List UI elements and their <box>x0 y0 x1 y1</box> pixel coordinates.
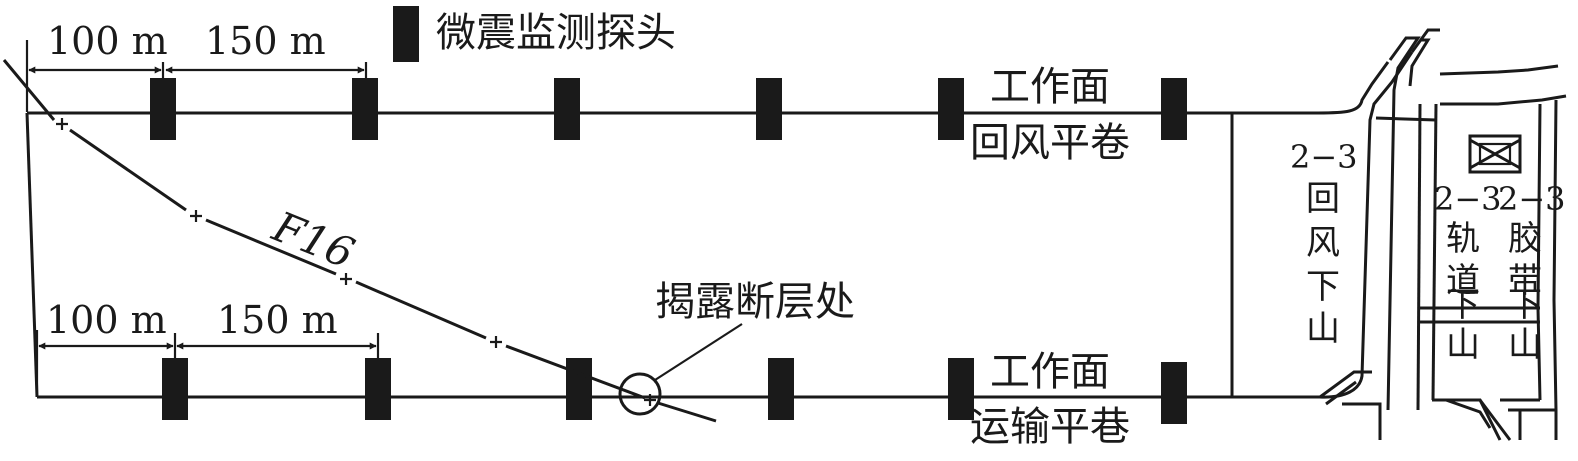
belt-downhill-char-1: 胶 <box>1508 219 1542 259</box>
top-dimension-lines <box>25 40 368 112</box>
probe-top-6 <box>1161 78 1187 140</box>
exposure-label: 揭露断层处 <box>655 279 855 325</box>
probe-bottom-6 <box>1161 362 1187 424</box>
track-downhill-char-2: 道 <box>1446 261 1480 301</box>
haulage-roadway-line2: 运输平巷 <box>970 404 1130 450</box>
fault-label: F16 <box>265 201 361 278</box>
belt-downhill-char-2: 带 <box>1508 261 1542 301</box>
track-downhill-code: 2−3 <box>1434 180 1502 218</box>
bottom-dimension-lines <box>35 330 380 396</box>
return-downhill-code: 2−3 <box>1290 138 1358 176</box>
probe-top-5 <box>938 78 964 140</box>
top-dimension-second: 150 m <box>205 19 326 63</box>
probe-bottom-4 <box>768 358 794 420</box>
return-downhill-char-1: 回 <box>1306 179 1340 219</box>
top-dimension-first: 100 m <box>47 19 168 63</box>
fault-line-f16 <box>2 59 717 423</box>
bottom-dimension-first: 100 m <box>46 298 167 342</box>
probe-bottom-1 <box>162 358 188 420</box>
main-roadway-network <box>1317 28 1567 441</box>
return-downhill-char-4: 山 <box>1306 309 1340 349</box>
exposure-circle <box>618 372 662 416</box>
return-roadway-line1: 工作面 <box>990 64 1110 110</box>
probe-bottom-5 <box>948 358 974 420</box>
return-downhill-char-3: 下 <box>1306 267 1340 307</box>
probe-top-4 <box>756 78 782 140</box>
exposure-leader <box>654 323 743 381</box>
belt-downhill-char-3: 下 <box>1508 285 1542 325</box>
probe-bottom-3 <box>566 358 592 420</box>
return-downhill-char-2: 风 <box>1306 223 1340 263</box>
legend-label: 微震监测探头 <box>436 10 676 56</box>
legend-probe-icon <box>393 6 419 62</box>
return-roadway-line2: 回风平卷 <box>970 120 1130 166</box>
track-downhill-char-3: 下 <box>1446 285 1480 325</box>
belt-downhill-char-4: 山 <box>1508 325 1542 365</box>
working-face-outline <box>25 111 1320 399</box>
probe-top-2 <box>352 78 378 140</box>
belt-downhill-code: 2−3 <box>1498 180 1566 218</box>
haulage-roadway-line1: 工作面 <box>990 349 1110 395</box>
probe-bottom-2 <box>365 358 391 420</box>
bottom-dimension-second: 150 m <box>217 298 338 342</box>
track-downhill-char-4: 山 <box>1446 325 1480 365</box>
probe-top-3 <box>554 78 580 140</box>
track-downhill-char-1: 轨 <box>1446 219 1480 259</box>
probe-top-1 <box>150 78 176 140</box>
